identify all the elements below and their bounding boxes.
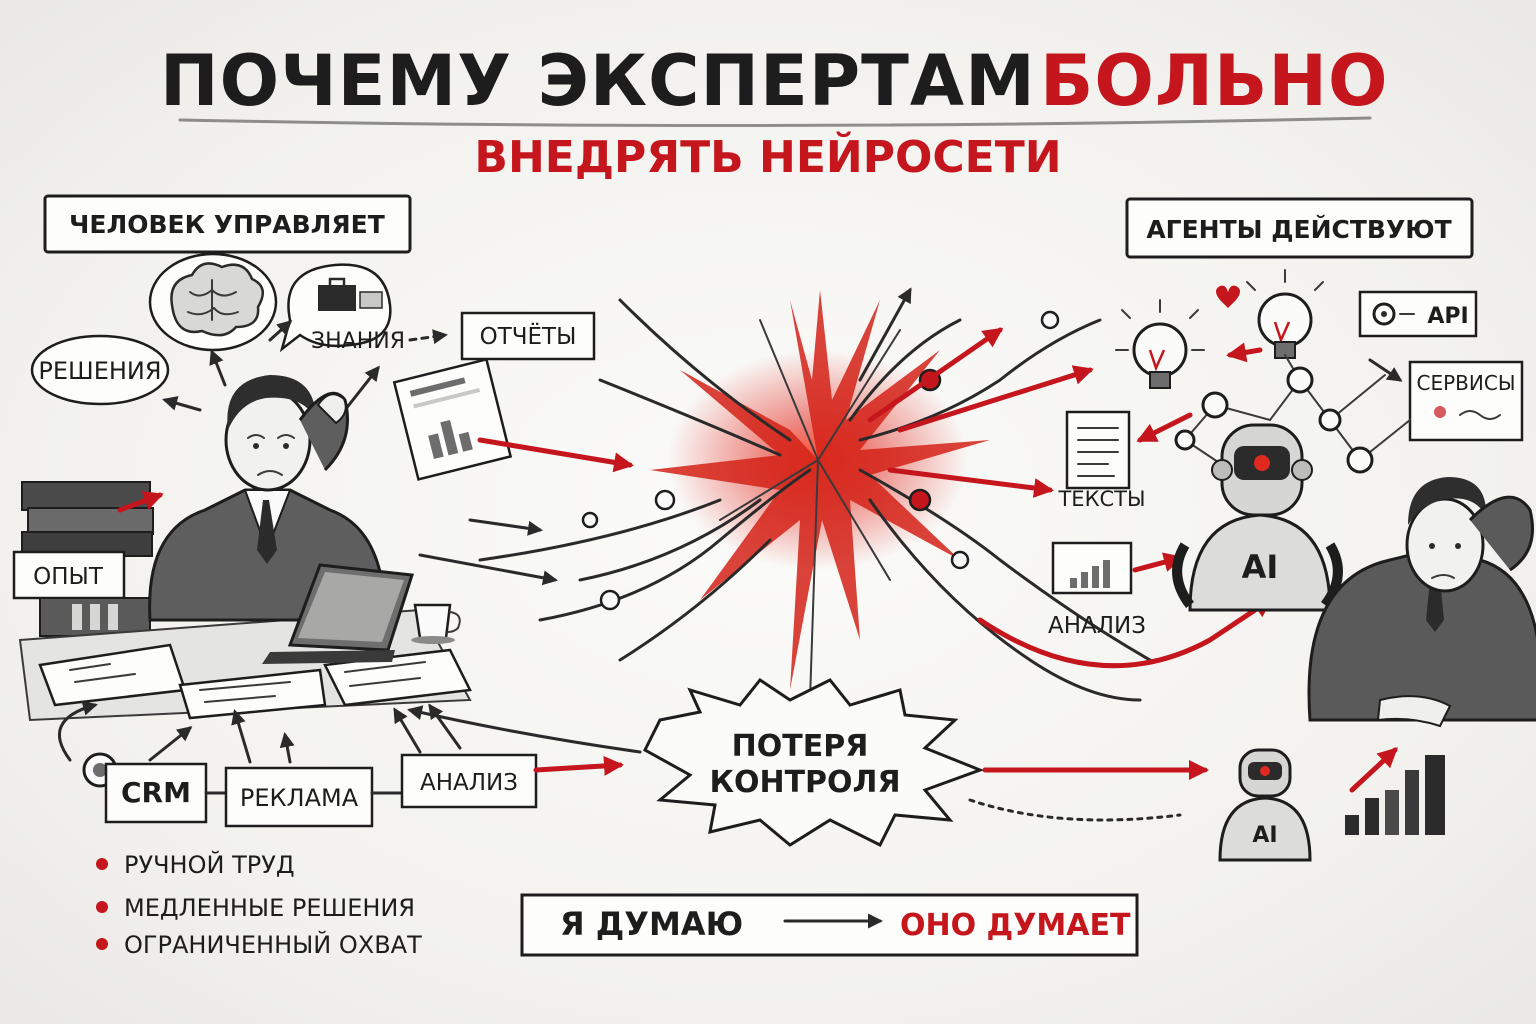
think-banner: Я ДУМАЮ ОНО ДУМАЕТ	[520, 893, 1139, 957]
books-icon	[21, 481, 154, 557]
think-me: Я ДУМАЮ	[560, 905, 743, 943]
reports-box	[460, 311, 596, 361]
reports-label: ОТЧЁТЫ	[480, 322, 577, 350]
api-box	[1358, 290, 1478, 338]
right-header: АГЕНТЫ ДЕЙСТВУЮТ	[1146, 215, 1451, 244]
brain-icon	[148, 252, 278, 352]
title-line2: ВНЕДРЯТЬ НЕЙРОСЕТИ	[474, 130, 1061, 183]
texts-label: ТЕКСТЫ	[1057, 487, 1145, 511]
services-label: СЕРВИСЫ	[1417, 371, 1516, 395]
report-document-icon	[392, 357, 513, 481]
think-it: ОНО ДУМАЕТ	[900, 908, 1131, 943]
small-robot-label: AI	[1252, 823, 1277, 848]
analysis-tool-box	[400, 753, 538, 809]
left-section: ЧЕЛОВЕК УПРАВЛЯЕТ РЕШЕНИЯ ЗНАНИЯ ОТЧЁТЫ	[12, 194, 642, 959]
analysis-right-label: АНАЛИЗ	[1048, 613, 1146, 639]
decisions-label: РЕШЕНИЯ	[38, 357, 161, 385]
lightbulb-icon-2	[1246, 269, 1324, 359]
briefcase-icon	[279, 263, 392, 353]
lightbulb-icon	[1115, 299, 1205, 389]
left-header: ЧЕЛОВЕК УПРАВЛЯЕТ	[69, 210, 385, 239]
worried-man-right-illustration	[1307, 477, 1536, 728]
analysis-chart-icon	[1051, 541, 1133, 595]
bug-icon	[1434, 406, 1446, 418]
title-line1-accent: БОЛЬНО	[1040, 40, 1388, 122]
knowledge-label: ЗНАНИЯ	[311, 329, 405, 354]
left-header-box	[43, 194, 412, 254]
right-section: АГЕНТЫ ДЕЙСТВУЮТ API СЕРВИСЫ	[1048, 197, 1536, 862]
laptop-icon	[262, 563, 414, 664]
title: ПОЧЕМУ ЭКСПЕРТАМ БОЛЬНО ВНЕДРЯТЬ НЕЙРОСЕ…	[160, 40, 1388, 183]
coffee-cup-icon	[411, 603, 461, 644]
think-banner-box	[520, 893, 1139, 957]
heart-icon	[1216, 285, 1240, 308]
text-document-icon	[1065, 410, 1131, 490]
ai-robot-illustration: AI	[1172, 423, 1343, 612]
bullet-limited-reach: ОГРАНИЧЕННЫЙ ОХВАТ	[124, 930, 422, 959]
analysis-tool-label: АНАЛИЗ	[420, 770, 518, 796]
api-label: API	[1427, 304, 1468, 329]
left-bullet-list: РУЧНОЙ ТРУД МЕДЛЕННЫЕ РЕШЕНИЯ ОГРАНИЧЕНН…	[96, 850, 422, 959]
center-explosion: ПОТЕРЯ КОНТРОЛЯ	[418, 287, 1274, 848]
small-ai-robot-illustration: AI	[1218, 748, 1312, 862]
bullet-manual-labor: РУЧНОЙ ТРУД	[124, 850, 295, 879]
growth-bars-icon	[1345, 747, 1445, 835]
loss-of-control-burst	[643, 677, 985, 848]
robot-label: AI	[1242, 548, 1279, 586]
right-header-box	[1125, 197, 1474, 259]
crm-label: CRM	[121, 776, 191, 809]
loss-line2: КОНТРОЛЯ	[709, 765, 900, 800]
title-line1-main: ПОЧЕМУ ЭКСПЕРТАМ	[160, 40, 1036, 122]
desk-papers	[38, 643, 472, 720]
decisions-bubble	[30, 334, 170, 406]
binders-icon	[39, 597, 151, 637]
experience-label: ОПЫТ	[33, 564, 104, 590]
experience-box	[12, 550, 126, 600]
crm-box	[104, 762, 208, 824]
gear-icon	[1372, 302, 1396, 326]
bullet-slow-decisions: МЕДЛЕННЫЕ РЕШЕНИЯ	[124, 894, 415, 922]
ads-box	[224, 766, 374, 828]
loss-line1: ПОТЕРЯ	[732, 729, 869, 764]
ads-label: РЕКЛАМА	[240, 784, 359, 812]
services-box	[1408, 360, 1524, 442]
